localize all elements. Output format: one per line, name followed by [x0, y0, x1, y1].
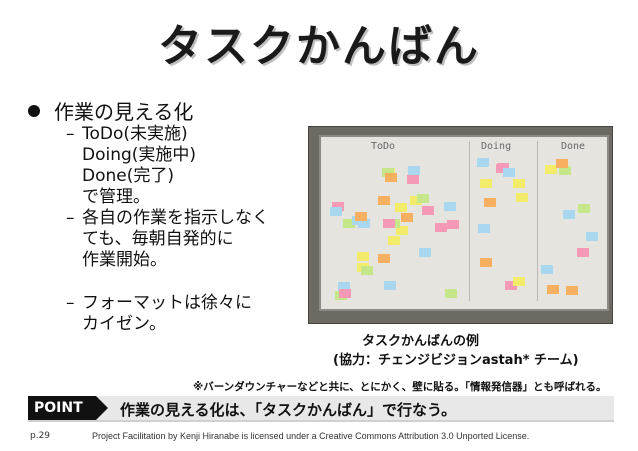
sticky-note: [577, 203, 590, 213]
main-bullet: 作業の見える化: [28, 96, 193, 125]
sticky-note: [361, 266, 374, 276]
page-number: p.29: [30, 431, 51, 441]
sticky-note: [478, 224, 491, 234]
sticky-note: [480, 257, 493, 267]
sticky-note: [383, 218, 396, 228]
sticky-note: [576, 247, 589, 257]
sticky-note: [387, 236, 400, 246]
sticky-note: [516, 193, 529, 203]
board-header-done: Done: [561, 141, 586, 152]
sticky-note: [556, 159, 569, 169]
point-label: POINT: [28, 396, 96, 420]
point-text: 作業の見える化は、「タスクかんばん」で行なう。: [120, 401, 457, 419]
sticky-note: [396, 225, 409, 235]
sub-bullet-2: – 各自の作業を指示しなく ても、毎朝自発的に 作業開始。: [66, 208, 269, 271]
sticky-note: [418, 247, 431, 257]
sub-bullet-text: ToDo(未実施) Doing(実施中) Done(完了) で管理。: [82, 124, 197, 207]
sticky-note: [512, 179, 525, 189]
kanban-board: ToDo Doing Done: [319, 135, 609, 311]
sticky-note: [541, 264, 554, 274]
bullet-dot-icon: [28, 104, 40, 117]
slide-title: タスクかんばん: [158, 21, 480, 72]
sub-bullet-3: – フォーマットは徐々に カイゼン。: [66, 293, 252, 335]
sticky-note: [502, 167, 515, 177]
board-column-divider: [537, 141, 538, 301]
sticky-note: [358, 219, 371, 229]
sticky-note: [338, 282, 351, 292]
sticky-note: [381, 167, 394, 177]
sticky-note: [338, 289, 351, 299]
sticky-note: [484, 197, 497, 207]
sticky-note: [383, 281, 396, 291]
sticky-note: [476, 158, 489, 168]
sub-bullet-1: – ToDo(未実施) Doing(実施中) Done(完了) で管理。: [66, 124, 196, 208]
footnote: ※バーンダウンチャーなどと共に、とにかく、壁に貼る。「情報発信器」とも呼ばれる。: [193, 381, 607, 393]
main-bullet-text: 作業の見える化: [54, 100, 194, 124]
board-column-divider: [469, 141, 470, 301]
sticky-note: [496, 164, 509, 174]
license-text: Project Facilitation by Kenji Hiranabe i…: [92, 431, 530, 441]
photo-credit: (協力：チェンジビジョンastah* チーム): [333, 353, 579, 368]
sub-bullet-text: 各自の作業を指示しなく ても、毎朝自発的に 作業開始。: [82, 208, 269, 270]
sticky-note: [378, 196, 391, 206]
sticky-note: [378, 253, 391, 263]
sticky-note: [586, 231, 599, 241]
sticky-note: [354, 212, 367, 222]
sticky-note: [435, 223, 448, 233]
sticky-note: [394, 202, 407, 212]
sticky-note: [407, 174, 420, 184]
sticky-note: [547, 285, 559, 295]
sticky-note: [562, 209, 575, 219]
sticky-note: [447, 219, 460, 229]
photo-caption: タスクかんばんの例: [362, 334, 480, 349]
sticky-note: [504, 281, 517, 291]
sticky-note: [357, 252, 370, 262]
sticky-note: [565, 286, 578, 296]
sticky-note: [445, 289, 458, 299]
sub-bullet-text: フォーマットは徐々に カイゼン。: [82, 293, 252, 334]
sticky-note: [558, 166, 571, 176]
sticky-note: [545, 164, 558, 174]
kanban-photo: ToDo Doing Done: [308, 126, 613, 324]
sticky-note: [417, 193, 430, 203]
sticky-note: [479, 178, 492, 188]
sticky-note: [407, 166, 420, 176]
point-arrow-icon: [96, 396, 108, 420]
point-bar: POINT 作業の見える化は、「タスクかんばん」で行なう。: [28, 396, 614, 422]
sticky-note: [385, 173, 398, 183]
board-header-doing: Doing: [481, 141, 512, 152]
dash-icon: –: [66, 208, 75, 228]
sticky-note: [512, 277, 525, 287]
sticky-note: [329, 207, 342, 217]
sticky-note: [401, 213, 414, 223]
sticky-note: [421, 205, 434, 215]
sticky-note: [409, 195, 422, 205]
dash-icon: –: [66, 124, 75, 144]
sticky-note: [443, 202, 456, 212]
board-header-todo: ToDo: [371, 141, 396, 152]
sticky-note: [343, 219, 356, 229]
sticky-note: [331, 201, 344, 211]
dash-icon: –: [66, 293, 75, 313]
